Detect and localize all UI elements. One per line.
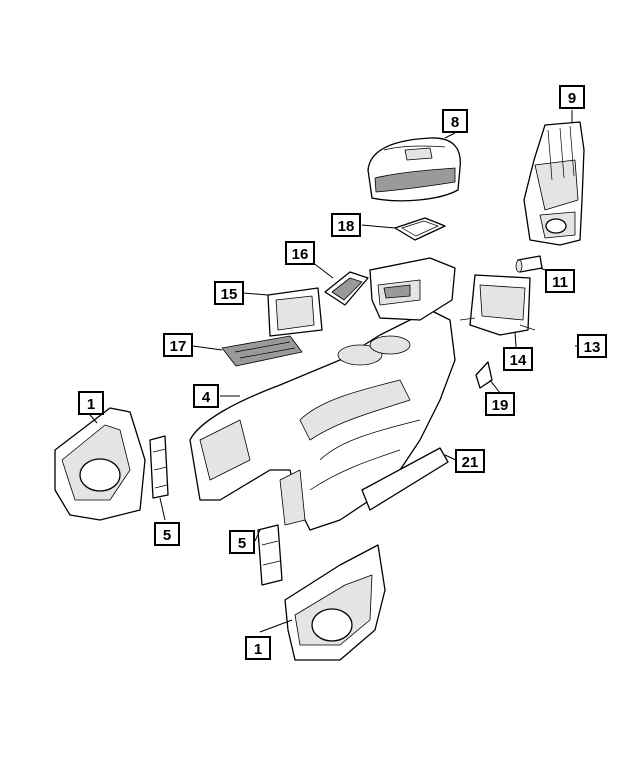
- callout-label: 11: [552, 274, 568, 291]
- callout-label: 15: [221, 286, 238, 303]
- part-15-bezel[interactable]: [267, 287, 323, 337]
- callout-16[interactable]: 16: [285, 241, 315, 265]
- callout-label: 8: [451, 114, 459, 131]
- callout-label: 19: [492, 397, 509, 414]
- callout-14[interactable]: 14: [503, 347, 533, 371]
- callout-11[interactable]: 11: [545, 269, 575, 293]
- callout-8[interactable]: 8: [442, 109, 468, 133]
- callout-5-left[interactable]: 5: [154, 522, 180, 546]
- callout-label: 18: [338, 218, 355, 235]
- part-5-strip-center[interactable]: [257, 524, 283, 586]
- part-11-cylinder[interactable]: [515, 255, 543, 273]
- part-16-small-cover[interactable]: [324, 271, 369, 306]
- callout-18[interactable]: 18: [331, 213, 361, 237]
- callout-21[interactable]: 21: [455, 449, 485, 473]
- callout-9[interactable]: 9: [559, 85, 585, 109]
- callout-label: 5: [238, 535, 246, 552]
- part-5-strip-left[interactable]: [149, 435, 169, 499]
- part-1-side-panel-bottom[interactable]: [284, 544, 386, 661]
- callout-1-bottom[interactable]: 1: [245, 636, 271, 660]
- callout-label: 14: [510, 352, 527, 369]
- callout-label: 17: [170, 338, 187, 355]
- callout-5-center[interactable]: 5: [229, 530, 255, 554]
- leader-lines: [89, 110, 582, 633]
- callout-1-top[interactable]: 1: [78, 391, 104, 415]
- part-14-bracket[interactable]: [459, 274, 536, 336]
- part-8-armrest-lid[interactable]: [367, 137, 461, 202]
- part-18-lid-insert[interactable]: [394, 217, 446, 241]
- callout-17[interactable]: 17: [163, 333, 193, 357]
- part-1-side-panel-left[interactable]: [54, 407, 146, 521]
- callout-19[interactable]: 19: [485, 392, 515, 416]
- part-9-rear-console-panel[interactable]: [523, 121, 585, 246]
- callout-13[interactable]: 13: [577, 334, 607, 358]
- callout-label: 1: [87, 396, 95, 413]
- callout-label: 21: [462, 454, 479, 471]
- callout-label: 1: [254, 641, 262, 658]
- part-21-pad[interactable]: [361, 447, 449, 511]
- callout-label: 4: [202, 389, 211, 406]
- callout-label: 16: [292, 246, 309, 263]
- callout-label: 13: [584, 339, 601, 356]
- callout-4[interactable]: 4: [193, 384, 219, 408]
- callout-label: 5: [163, 527, 171, 544]
- part-17-mat[interactable]: [221, 335, 303, 367]
- callout-15[interactable]: 15: [214, 281, 244, 305]
- part-19-clip[interactable]: [475, 361, 493, 389]
- callout-label: 9: [568, 90, 576, 107]
